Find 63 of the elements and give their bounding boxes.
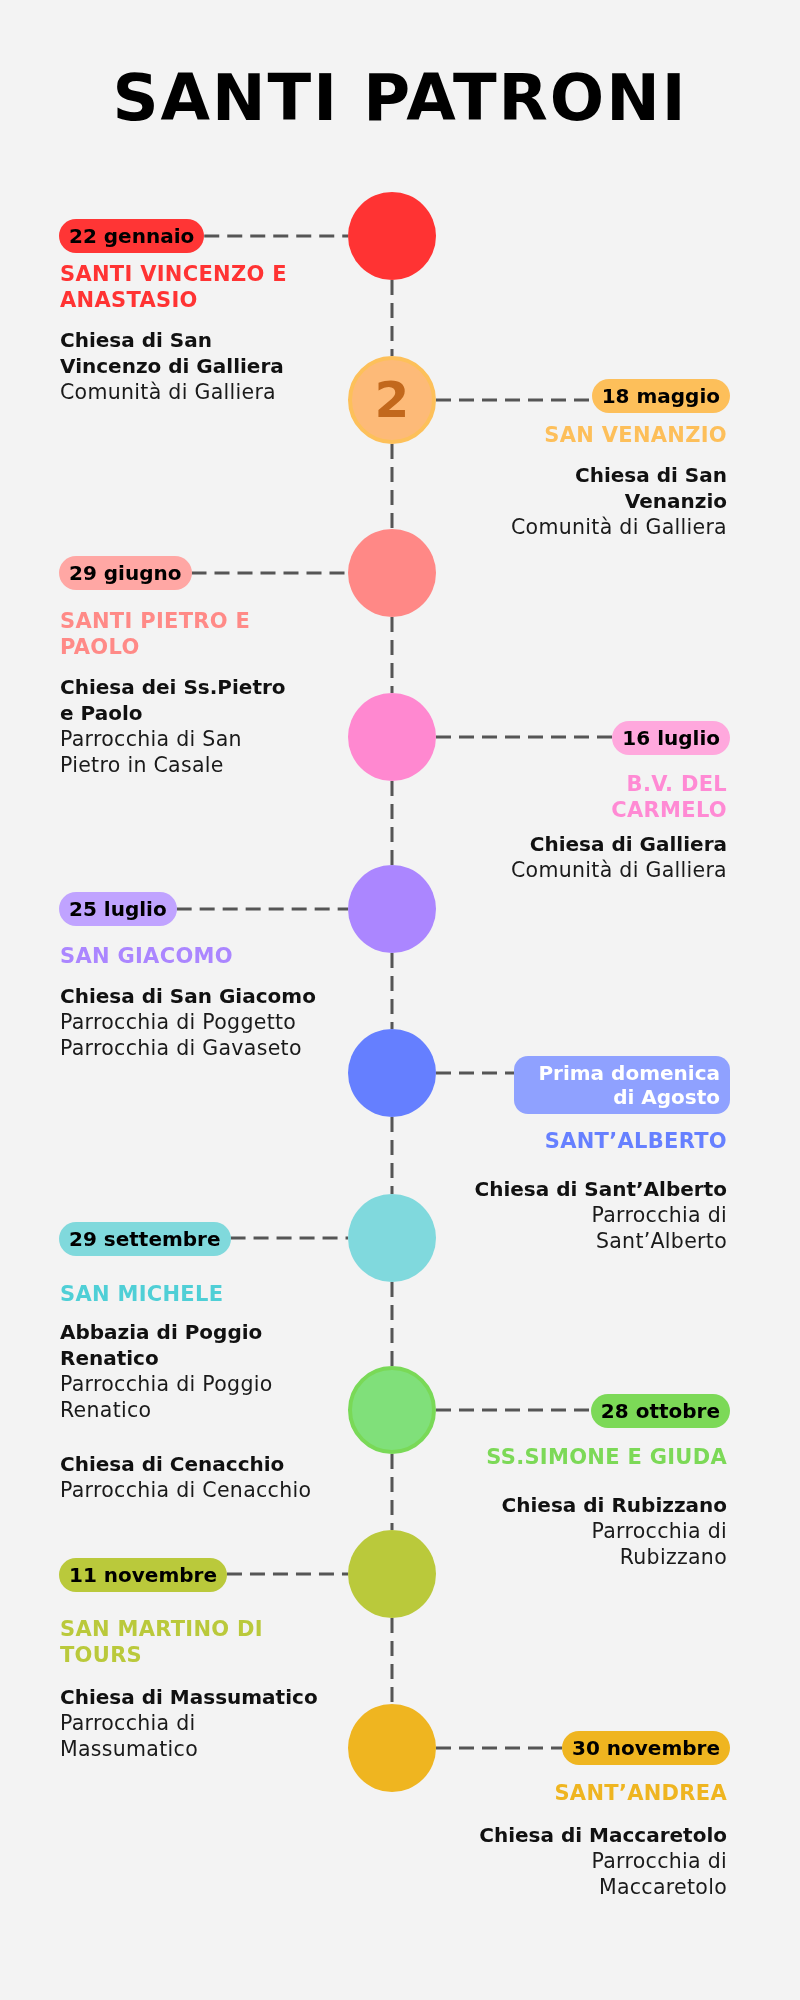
dashed-connector [226, 1572, 348, 1576]
parish-name: Parrocchia di Poggio Renatico [60, 1371, 274, 1423]
church-name: Chiesa dei Ss.Pietro e Paolo [60, 674, 287, 726]
date-badge: 22 gennaio [59, 219, 205, 253]
parish-name: Parrocchia di Sant’Alberto [590, 1202, 727, 1254]
date-badge: 16 luglio [612, 721, 730, 755]
date-badge: Prima domenica di Agosto [514, 1056, 730, 1114]
dashed-connector [390, 1454, 394, 1530]
saint-name: SAN MARTINO DI TOURS [60, 1616, 264, 1668]
date-badge: 30 novembre [562, 1731, 730, 1765]
church-name: Abbazia di Poggio Renatico [60, 1319, 264, 1371]
church-name: Chiesa di Sant’Alberto [473, 1176, 727, 1202]
dashed-connector [191, 571, 348, 575]
dashed-connector [390, 1117, 394, 1194]
church-name: Chiesa di Maccaretolo [478, 1822, 727, 1848]
parish-name: Comunità di Galliera [510, 857, 727, 883]
date-badge: 28 ottobre [590, 1394, 730, 1428]
dashed-connector [390, 781, 394, 865]
parish-name: Parrocchia di Poggetto [60, 1009, 298, 1035]
dashed-connector [436, 735, 613, 739]
dashed-connector [390, 280, 394, 356]
date-badge: 29 giugno [59, 556, 192, 590]
date-badge: 29 settembre [59, 1222, 231, 1256]
dashed-connector [436, 1071, 514, 1075]
dashed-connector [390, 1618, 394, 1704]
dashed-connector [436, 398, 592, 402]
church-name: Chiesa di Massumatico [60, 1684, 319, 1710]
date-badge: 11 novembre [59, 1558, 227, 1592]
dashed-connector [204, 234, 348, 238]
church-name: Chiesa di Cenacchio [60, 1451, 286, 1477]
church-name: Chiesa di Galliera [528, 831, 727, 857]
church-name: Chiesa di San Giacomo [60, 983, 317, 1009]
church-name: Chiesa di Rubizzano [500, 1492, 727, 1518]
parish-name: Parrocchia di San Pietro in Casale [60, 726, 243, 778]
saint-name: B.V. DEL CARMELO [610, 771, 727, 823]
page-title: SANTI PATRONI [111, 60, 689, 137]
dashed-connector [390, 953, 394, 1029]
saint-name: SANT’ALBERTO [543, 1128, 727, 1154]
dashed-connector [390, 444, 394, 529]
timeline-circle: 2 [348, 356, 436, 444]
parish-name: Comunità di Galliera [60, 379, 277, 405]
church-name: Chiesa di San Vincenzo di Galliera [60, 327, 285, 379]
saint-name: SAN MICHELE [60, 1281, 225, 1307]
church-name: Chiesa di San Venanzio [574, 462, 727, 514]
parish-name: Parrocchia di Gavaseto [60, 1035, 303, 1061]
saint-name: SANTI VINCENZO E ANASTASIO [60, 261, 288, 313]
parish-name: Parrocchia di Cenacchio [60, 1477, 313, 1503]
parish-name: Parrocchia di Maccaretolo [590, 1848, 727, 1900]
dashed-connector [390, 1282, 394, 1366]
dashed-connector [436, 1408, 591, 1412]
parish-name: Parrocchia di Rubizzano [590, 1518, 727, 1570]
date-badge: 25 luglio [59, 892, 177, 926]
dashed-connector [176, 907, 348, 911]
saint-name: SAN VENANZIO [543, 422, 727, 448]
dashed-connector [390, 617, 394, 693]
saint-name: SS.SIMONE E GIUDA [485, 1444, 727, 1470]
parish-name: Comunità di Galliera [510, 514, 727, 540]
saint-name: SAN GIACOMO [60, 943, 234, 969]
dashed-connector [230, 1236, 348, 1240]
date-badge: 18 maggio [591, 379, 730, 413]
saint-name: SANTI PIETRO E PAOLO [60, 608, 252, 660]
parish-name: Parrocchia di Massumatico [60, 1710, 199, 1762]
saint-name: SANT’ANDREA [553, 1780, 727, 1806]
